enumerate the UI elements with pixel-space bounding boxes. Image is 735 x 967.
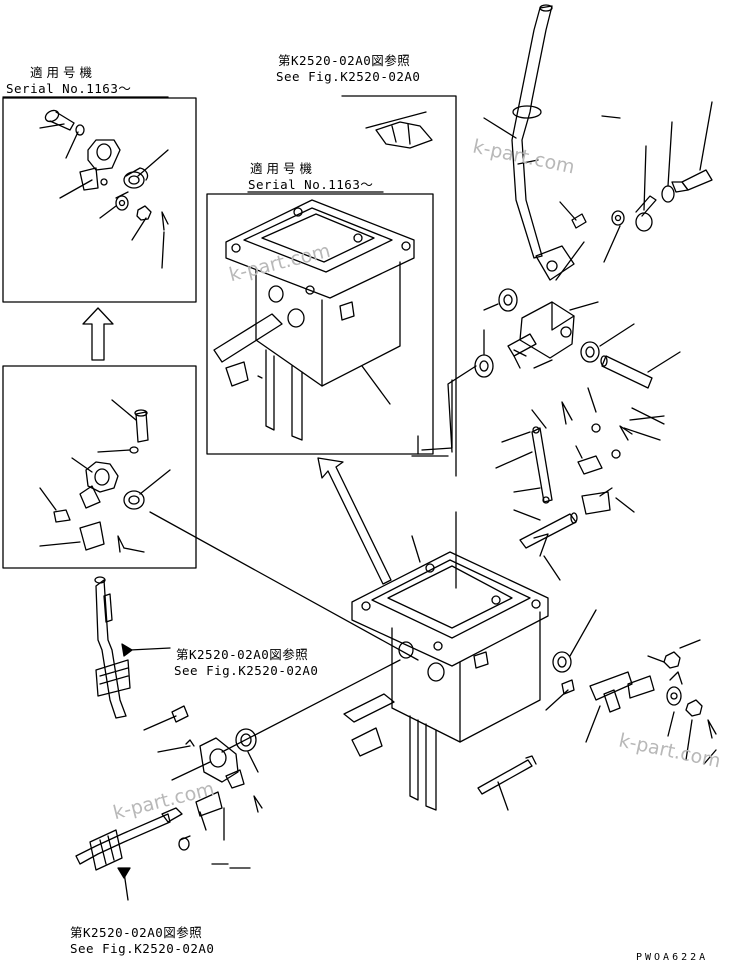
serial-callout-en-top-left: Serial No.1163～ xyxy=(6,81,132,96)
drawing-code: PWOA622A xyxy=(636,952,709,963)
inset-box-top-left xyxy=(3,98,196,302)
inset-center-tank xyxy=(214,200,414,440)
serial-callout-en-center: Serial No.1163～ xyxy=(248,177,374,192)
ref-callout-jp-bottom: 第K2520-02A0図参照 xyxy=(70,925,203,940)
serial-callout-jp-top-left: 適用号機 xyxy=(30,65,97,80)
hollow-arrow-up-left xyxy=(83,308,113,360)
cable-assembly-upper xyxy=(95,577,130,718)
ref-callout-en-mid: See Fig.K2520-02A0 xyxy=(174,663,319,678)
inset2-parts xyxy=(40,400,170,552)
inset-box-center xyxy=(207,194,433,454)
right-lower-parts xyxy=(546,610,716,764)
inset1-parts xyxy=(40,108,168,268)
lever-assembly xyxy=(475,5,712,388)
reference-lines xyxy=(124,96,476,900)
arrowhead-bottom-ref xyxy=(118,868,130,878)
arrowhead-mid-ref xyxy=(122,644,132,656)
bottom-bracket-parts xyxy=(144,706,262,868)
main-tank xyxy=(344,536,548,810)
serial-callout-jp-center: 適用号機 xyxy=(250,161,317,176)
cable-assembly-lower xyxy=(76,792,222,870)
ref-callout-jp-mid: 第K2520-02A0図参照 xyxy=(176,647,309,662)
ref-callout-jp-top: 第K2520-02A0図参照 xyxy=(278,53,411,68)
linkage-parts xyxy=(496,360,664,580)
ref-callout-en-top: See Fig.K2520-02A0 xyxy=(276,69,421,84)
inset-box-middle-left xyxy=(3,366,196,568)
ref-callout-en-bottom: See Fig.K2520-02A0 xyxy=(70,941,215,956)
hollow-arrow-diagonal xyxy=(318,458,391,584)
